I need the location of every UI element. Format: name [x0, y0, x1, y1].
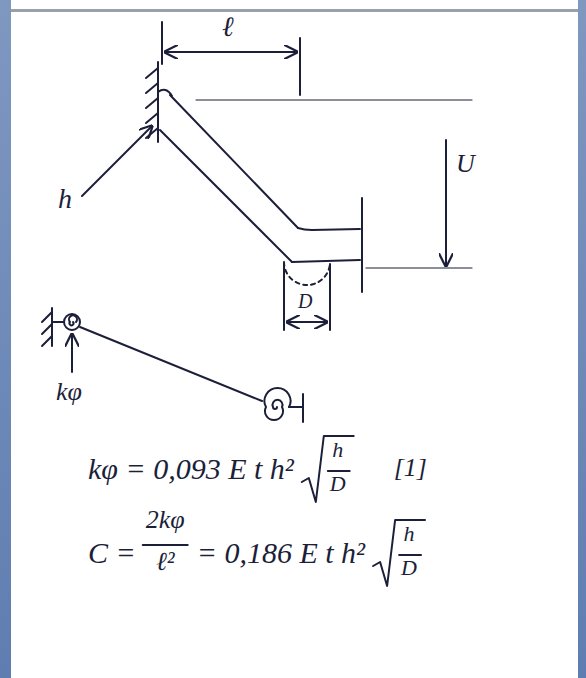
formula-c-lhs: C = — [88, 536, 136, 569]
deflection-label: U — [456, 150, 475, 179]
formula-k-root-denominator: D — [330, 472, 346, 496]
reference-number: [1] — [394, 454, 427, 483]
length-label: ℓ — [222, 12, 234, 43]
formula-c-root-radical — [373, 520, 425, 586]
spring-label: kφ — [56, 378, 82, 407]
fraction-bar — [143, 544, 188, 546]
formula-c-rhs: = 0,186 E t h² — [197, 536, 365, 569]
formula-k-root-radical — [302, 436, 354, 502]
formula-c-root-denominator: D — [401, 556, 417, 580]
formula-c-root-numerator: h — [404, 522, 415, 546]
fraction-numerator: 2kφ — [146, 506, 185, 535]
thickness-label: h — [58, 184, 72, 215]
formula-k-root-numerator: h — [332, 438, 343, 462]
top-rule — [11, 9, 578, 12]
diameter-label: D — [298, 290, 312, 312]
fraction-denominator: ℓ² — [156, 548, 175, 577]
formula-k: kφ = 0,093 E t h² — [88, 452, 294, 485]
paper-panel — [11, 0, 578, 678]
